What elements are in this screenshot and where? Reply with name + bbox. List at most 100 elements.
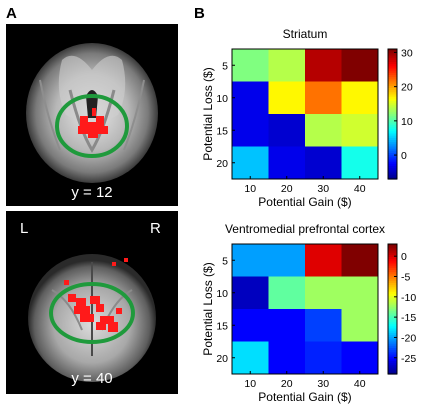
vmpfc-activation <box>64 258 128 332</box>
colorbar-tick-label: -20 <box>401 332 416 344</box>
colorbar-segment <box>388 85 397 89</box>
heatmap-cell <box>341 49 379 82</box>
colorbar <box>387 243 398 375</box>
panel-a-label: A <box>6 5 17 22</box>
colorbar-segment <box>388 339 397 343</box>
colorbar-segment <box>388 248 397 252</box>
colorbar-segment <box>388 168 397 171</box>
colorbar-frame <box>387 243 398 375</box>
colorbar-segment <box>388 250 397 254</box>
colorbar-segment <box>388 326 397 330</box>
colorbar-segment <box>388 343 397 347</box>
colorbar-segment <box>388 70 397 74</box>
colorbar-segment <box>388 96 397 100</box>
colorbar-segment <box>388 107 397 111</box>
colorbar-tick-label: -10 <box>401 292 416 304</box>
heatmap-cell <box>268 341 306 375</box>
colorbar-segment <box>388 79 397 83</box>
colorbar-tick-label: 0 <box>401 150 407 162</box>
heatmap-cell <box>268 276 306 310</box>
colorbar-segment <box>388 172 397 176</box>
heatmap-cell <box>268 114 306 147</box>
colorbar-segment <box>388 371 397 375</box>
roi-ellipse-bottom <box>49 282 135 344</box>
colorbar-segment <box>388 300 397 304</box>
colorbar-segment <box>388 319 397 323</box>
colorbar-segment <box>388 129 397 132</box>
colorbar-segment <box>388 66 397 70</box>
colorbar-segment <box>388 356 397 360</box>
colorbar-segment <box>388 170 397 174</box>
colorbar-segment <box>388 259 397 262</box>
colorbar-segment <box>388 94 397 98</box>
colorbar-segment <box>388 150 397 154</box>
colorbar-segment <box>388 311 397 314</box>
x-axis-label: Potential Gain ($) <box>258 195 351 209</box>
colorbar-segment <box>388 330 397 334</box>
colorbar-segment <box>388 77 397 80</box>
plot-frame <box>231 243 379 375</box>
colorbar-segment <box>388 348 397 351</box>
colorbar-segment <box>388 350 397 353</box>
y-tick-label: 20 <box>216 158 228 170</box>
colorbar-segment <box>388 161 397 165</box>
colorbar-segment <box>388 265 397 269</box>
x-tick-label: 30 <box>317 183 329 195</box>
brain-panel: A y = 12 L R <box>6 5 178 394</box>
heatmap-cell <box>268 49 306 82</box>
colorbar-segment <box>388 120 397 124</box>
colorbar-segment <box>388 109 397 113</box>
heatmap-cell <box>232 49 269 82</box>
colorbar-tick-label: -15 <box>401 312 416 324</box>
colorbar-segment <box>388 131 397 135</box>
heatmap-cell <box>232 309 269 342</box>
colorbar-segment <box>388 263 397 267</box>
heatmap-cell <box>232 114 269 147</box>
colorbar-segment <box>388 127 397 130</box>
colorbar-segment <box>388 270 397 273</box>
colorbar-segment <box>388 365 397 369</box>
colorbar-segment <box>388 83 397 87</box>
colorbar-tick-label: 20 <box>401 82 413 94</box>
colorbar-segment <box>388 244 397 247</box>
colorbar-segment <box>388 57 397 61</box>
colorbar-segment <box>388 337 397 340</box>
colorbar-segment <box>388 118 397 122</box>
colorbar-segment <box>388 313 397 317</box>
heatmap-cell <box>341 146 379 180</box>
roi-ellipse-top <box>55 94 129 158</box>
colorbar-segment <box>388 55 397 59</box>
striatum-activation <box>78 108 108 138</box>
y-tick-label: 15 <box>216 320 228 332</box>
colorbar-segment <box>388 296 397 299</box>
colorbar-segment <box>388 317 397 321</box>
chart-title: Striatum <box>283 27 328 41</box>
colorbar-segment <box>388 157 397 161</box>
y-tick-label: 5 <box>222 255 228 267</box>
heatmap-cell <box>305 81 342 115</box>
colorbar-segment <box>388 280 397 284</box>
colorbar-segment <box>388 358 397 362</box>
heatmap-cell <box>341 309 379 342</box>
colorbar-segment <box>388 53 397 57</box>
x-tick-label: 10 <box>244 378 256 390</box>
colorbar-segment <box>388 335 397 338</box>
colorbar-segment <box>388 163 397 167</box>
colorbar-segment <box>388 324 397 327</box>
colorbar-segment <box>388 101 397 104</box>
colorbar-tick-label: -5 <box>401 272 410 284</box>
colorbar-segment <box>388 287 397 291</box>
colorbar-segment <box>388 257 397 260</box>
colorbar-segment <box>388 367 397 371</box>
colorbar-segment <box>388 298 397 301</box>
y-tick-label: 5 <box>222 60 228 72</box>
colorbar-segment <box>388 92 397 96</box>
colorbar-segment <box>388 51 397 54</box>
colorbar-segment <box>388 176 397 180</box>
colorbar-segment <box>388 135 397 139</box>
y-tick-label: 10 <box>216 288 228 300</box>
chart-title: Ventromedial prefrontal cortex <box>225 222 385 236</box>
colorbar-segment <box>388 283 397 286</box>
colorbar-segment <box>388 148 397 152</box>
